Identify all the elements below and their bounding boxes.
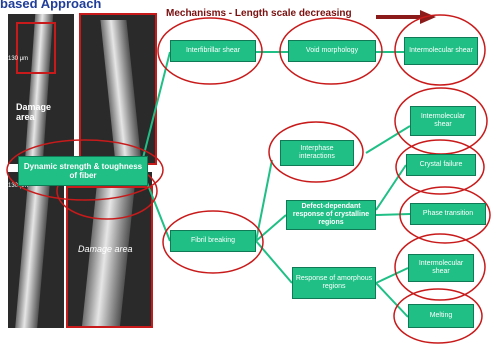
node-interfibrillar-shear: Interfibrillar shear bbox=[170, 40, 256, 62]
node-intermolecular-shear-1: Intermolecular shear bbox=[404, 37, 478, 65]
node-fibril-breaking: Fibril breaking bbox=[170, 230, 256, 252]
node-intermolecular-shear-3: Intermolecular shear bbox=[408, 254, 474, 282]
node-void-morphology: Void morphology bbox=[288, 40, 376, 62]
node-melting: Melting bbox=[408, 304, 474, 328]
node-phase-transition: Phase transition bbox=[410, 203, 486, 225]
node-intermolecular-shear-2: Intermolecular shear bbox=[410, 106, 476, 136]
node-defect-dependant-response: Defect-dependant response of crystalline… bbox=[286, 200, 376, 230]
node-crystal-failure: Crystal failure bbox=[406, 154, 476, 176]
node-response-amorphous: Response of amorphous regions bbox=[292, 267, 376, 299]
node-interphase-interactions: Interphase interactions bbox=[280, 140, 354, 166]
central-box-dynamic-strength: Dynamic strength & toughness of fiber bbox=[18, 156, 148, 186]
